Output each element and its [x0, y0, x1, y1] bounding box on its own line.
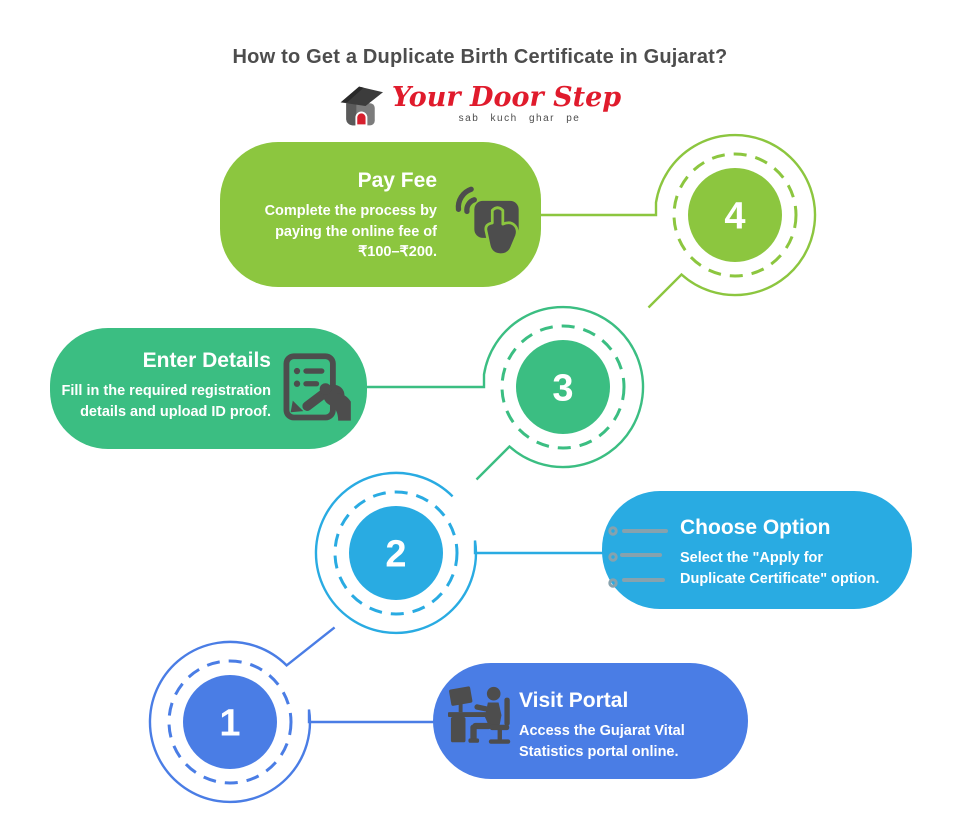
step1-card: Visit Portal Access the Gujarat Vital St…: [433, 663, 748, 779]
step4-dashed-ring: [672, 152, 798, 278]
step2-dashed-ring: [333, 490, 459, 616]
fill-form-icon: [283, 353, 351, 421]
step2-circle: [349, 506, 443, 600]
step1-desc-line: Statistics portal online.: [519, 743, 679, 760]
step4-desc-line: ₹100–₹200.: [358, 244, 437, 261]
step2-number: 2: [385, 534, 406, 576]
options-list-icon: [608, 526, 668, 588]
step2-ring-connector: [314, 471, 604, 635]
step1-circle: [183, 675, 277, 769]
step2-card: Choose Option Select the "Apply for Dupl…: [602, 491, 912, 609]
step1-text: Visit Portal Access the Gujarat Vital St…: [519, 689, 685, 762]
step3-circle: [516, 340, 610, 434]
step2-desc-line: Duplicate Certificate" option.: [680, 570, 880, 587]
step3-text: Enter Details Fill in the required regis…: [62, 349, 271, 422]
step4-desc-line: paying the online fee of: [275, 223, 437, 240]
step4-ring-connector: [538, 133, 817, 309]
step4-number: 4: [724, 196, 745, 238]
step4-circle: [688, 168, 782, 262]
brand-logo: Your Door Step sab kuch ghar pe: [339, 82, 622, 128]
step2-title: Choose Option: [680, 516, 831, 539]
tap-payment-icon: [455, 186, 519, 257]
step3-desc-line: Fill in the required registration: [61, 383, 271, 400]
step3-title: Enter Details: [142, 349, 271, 372]
step3-number: 3: [552, 368, 573, 410]
step4-title: Pay Fee: [357, 169, 437, 192]
step1-ring-connector: [148, 626, 435, 804]
step4-text: Pay Fee Complete the process by paying t…: [265, 169, 437, 263]
step3-card: Enter Details Fill in the required regis…: [50, 328, 367, 449]
step4-desc-line: Complete the process by: [264, 203, 437, 220]
step3-ring-connector: [365, 305, 645, 481]
brand-text-block: Your Door Step sab kuch ghar pe: [391, 82, 622, 125]
person-at-computer-icon: [448, 686, 511, 744]
step1-number: 1: [219, 703, 240, 745]
page-title: How to Get a Duplicate Birth Certificate…: [232, 46, 728, 68]
step4-card: Pay Fee Complete the process by paying t…: [220, 142, 541, 287]
house-icon: [340, 86, 384, 127]
step3-desc-line: details and upload ID proof.: [80, 403, 271, 420]
step3-dashed-ring: [500, 324, 626, 450]
step2-text: Choose Option Select the "Apply for Dupl…: [680, 516, 879, 589]
step1-dashed-ring: [167, 659, 293, 785]
step1-title: Visit Portal: [519, 689, 629, 712]
step1-desc-line: Access the Gujarat Vital: [519, 723, 685, 740]
brand-tagline: sab kuch ghar pe: [458, 113, 581, 125]
brand-name: Your Door Step: [391, 82, 622, 113]
step2-desc-line: Select the "Apply for: [680, 550, 824, 567]
